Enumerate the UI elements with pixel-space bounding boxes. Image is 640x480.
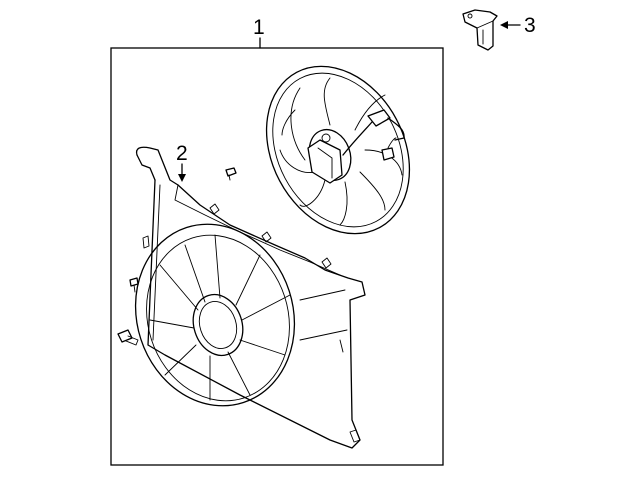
fan-motor-assembly[interactable]	[238, 41, 437, 258]
assembly-frame	[110, 47, 444, 466]
callout-3-label[interactable]: 3	[524, 14, 536, 37]
mounting-bracket-icon[interactable]	[462, 9, 498, 51]
fan-shroud[interactable]	[112, 146, 366, 449]
side-bolt-icon[interactable]	[129, 277, 139, 293]
callout-2-label[interactable]: 2	[176, 142, 188, 165]
lower-bolt-icon[interactable]	[117, 329, 139, 346]
callout-2-arrow	[178, 163, 186, 182]
callout-3-arrow	[500, 21, 521, 29]
callout-1-label[interactable]: 1	[253, 16, 265, 39]
shroud-bolt-icon[interactable]	[225, 167, 237, 181]
